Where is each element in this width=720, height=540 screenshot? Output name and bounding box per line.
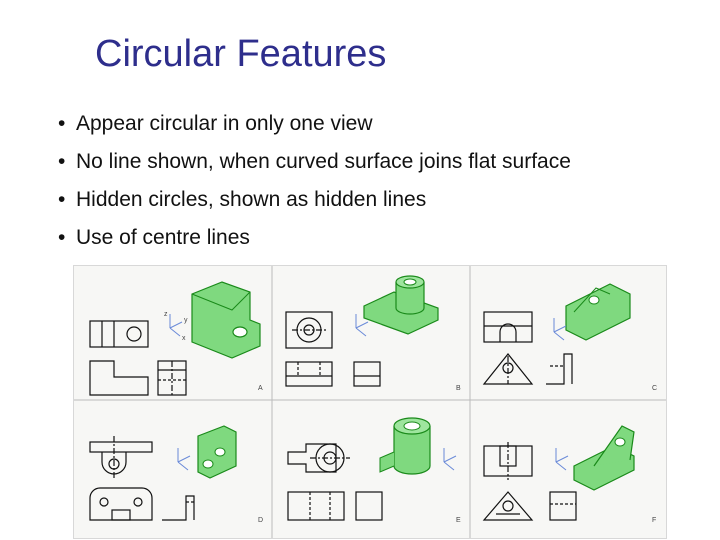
- panel-a: z y x A: [89, 281, 263, 396]
- panel-c-front-view: [482, 353, 573, 385]
- panel-c-top-view: [483, 311, 533, 343]
- bullet-item: •No line shown, when curved surface join…: [58, 150, 571, 173]
- axis-label-x: x: [182, 335, 186, 342]
- panel-label-c: C: [652, 385, 657, 392]
- bullet-dot-icon: •: [58, 188, 66, 211]
- panel-a-isometric: [191, 281, 261, 359]
- panel-e: E: [287, 417, 461, 524]
- panel-f: F: [482, 425, 656, 524]
- panel-d-front-view: [89, 487, 195, 521]
- drawing-canvas: z y x A: [74, 266, 666, 538]
- panel-c: C: [482, 283, 657, 392]
- panel-f-front-view: [482, 491, 577, 521]
- panel-label-a: A: [258, 385, 263, 392]
- bullet-item: •Appear circular in only one view: [58, 112, 373, 135]
- panel-label-b: B: [456, 385, 461, 392]
- panel-d-top-view: [89, 436, 153, 478]
- axis-label-z: z: [164, 311, 168, 318]
- bullet-dot-icon: •: [58, 150, 66, 173]
- panel-label-f: F: [652, 517, 656, 524]
- panel-b-top-view: [285, 311, 333, 349]
- panel-a-front-view: [89, 320, 149, 348]
- panel-d-axis-triad: [177, 448, 191, 471]
- bullet-dot-icon: •: [58, 112, 66, 135]
- panel-e-isometric: [379, 417, 431, 475]
- panel-e-axis-triad: [443, 448, 457, 471]
- panel-b: B: [285, 275, 461, 392]
- panel-e-top-view: [287, 443, 350, 473]
- orthographic-views-figure: z y x A: [73, 265, 667, 539]
- panel-d-isometric: [197, 425, 237, 479]
- panel-f-isometric: [573, 425, 635, 491]
- axis-label-y: y: [184, 317, 188, 324]
- panel-a-side-view: [89, 360, 187, 396]
- bullet-item: •Hidden circles, shown as hidden lines: [58, 188, 427, 211]
- slide-title: Circular Features: [95, 33, 387, 75]
- panel-f-axis-triad: [555, 448, 569, 471]
- panel-e-front-view: [287, 491, 383, 521]
- panel-b-front-view: [285, 361, 381, 387]
- panel-d: D: [89, 425, 263, 524]
- panel-c-isometric: [565, 283, 631, 341]
- panel-b-axis-triad: [355, 314, 369, 337]
- bullet-item: •Use of centre lines: [58, 226, 250, 249]
- panel-label-e: E: [456, 517, 461, 524]
- bullet-dot-icon: •: [58, 226, 66, 249]
- panel-grid: [74, 266, 666, 538]
- panel-label-d: D: [258, 517, 263, 524]
- bullet-list: •Appear circular in only one view •No li…: [58, 112, 571, 264]
- panel-b-isometric: [363, 275, 439, 335]
- panel-c-axis-triad: [553, 318, 567, 341]
- panel-a-axis-triad: [169, 314, 183, 337]
- panel-f-top-view: [483, 442, 533, 480]
